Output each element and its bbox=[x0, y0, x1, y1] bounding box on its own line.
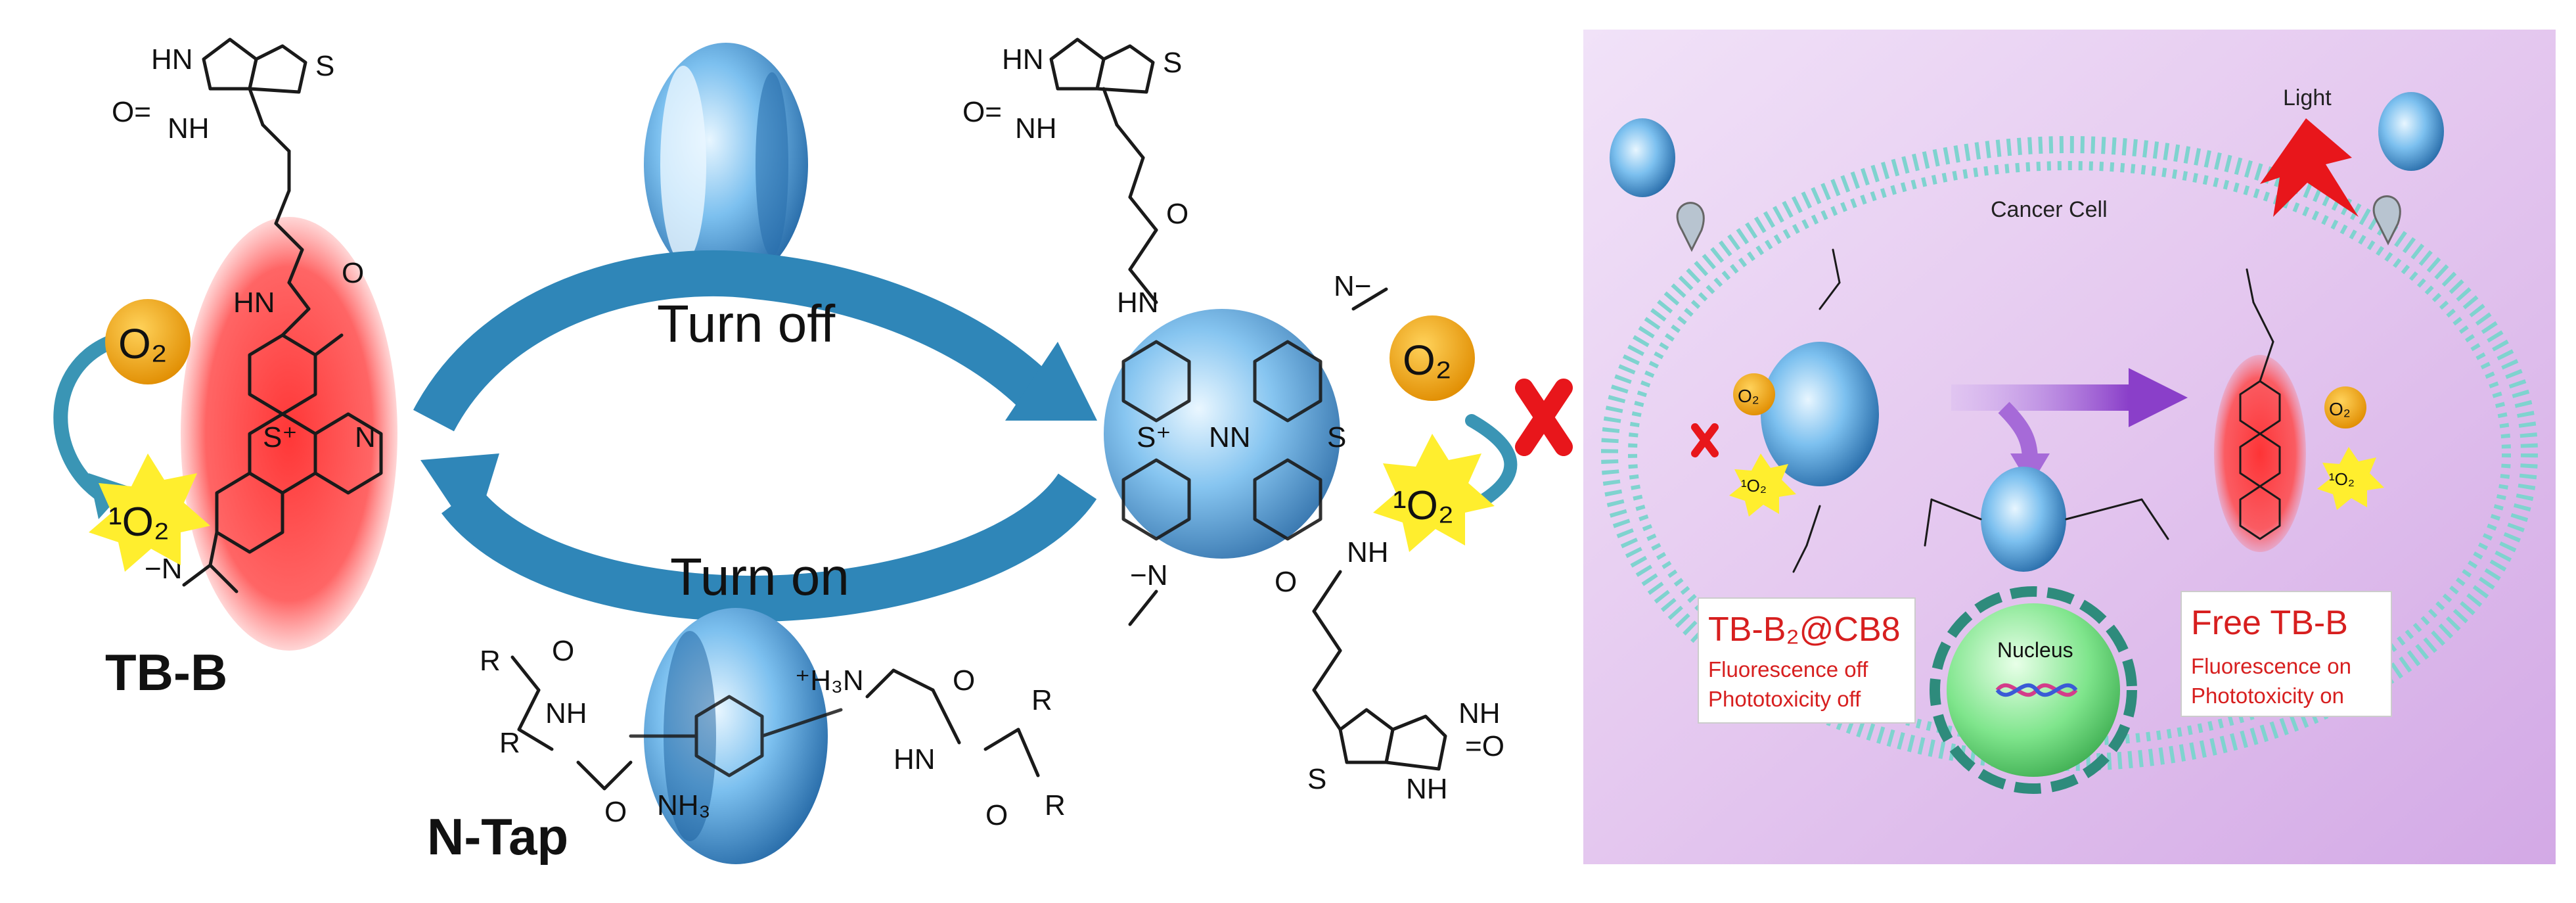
light-bolt-icon bbox=[2260, 118, 2359, 217]
svg-text:HN: HN bbox=[233, 287, 275, 319]
cb8-cage bbox=[1104, 309, 1340, 559]
complex-in-cell: O₂ ¹O₂ bbox=[1691, 248, 1879, 573]
cucurbituril-cage-bottom bbox=[629, 608, 843, 864]
free-info-box: Free TB-B Fluorescence on Phototoxicity … bbox=[2181, 591, 2392, 717]
cancer-cell-panel: Cancer Cell Light O₂ ¹O₂ bbox=[1583, 30, 2556, 864]
svg-text:NH: NH bbox=[1406, 773, 1448, 805]
svg-text:R: R bbox=[1045, 789, 1066, 822]
oxygen-circle-right bbox=[1390, 315, 1475, 401]
oxygen-label: O₂ bbox=[118, 320, 168, 367]
singlet-oxygen-star-right bbox=[1373, 434, 1495, 552]
svg-text:HN: HN bbox=[1117, 287, 1159, 319]
turn-off-arrow bbox=[413, 250, 1097, 432]
peptide-cage-in-cell bbox=[1924, 467, 2169, 572]
svg-text:S: S bbox=[315, 50, 334, 82]
free-title: Free TB-B bbox=[2191, 604, 2348, 642]
svg-text:=O: =O bbox=[1465, 730, 1504, 762]
complex-title: TB-B₂@CB8 bbox=[1708, 611, 1901, 649]
svg-text:O: O bbox=[342, 257, 364, 289]
cucurbituril-cage-top bbox=[644, 43, 808, 286]
light-label: Light bbox=[2283, 85, 2332, 110]
cell-label: Cancer Cell bbox=[1991, 197, 2108, 222]
svg-text:O: O bbox=[985, 799, 1008, 831]
turn-on-label: Turn on bbox=[670, 547, 849, 606]
svg-text:−N: −N bbox=[1130, 559, 1167, 591]
free-line1: Fluorescence on bbox=[2191, 654, 2351, 678]
panel-singlet-label: ¹O₂ bbox=[1741, 476, 1767, 496]
n-tap-peptide: R O NH R O NH₃ ⁺H₃N O R HN O R N-Tap bbox=[427, 635, 1066, 866]
free-singlet-label: ¹O₂ bbox=[2329, 469, 2355, 489]
svg-text:N: N bbox=[355, 421, 376, 453]
free-tb-b-in-cell: O₂ ¹O₂ bbox=[2214, 268, 2384, 552]
complex-line1: Fluorescence off bbox=[1708, 657, 1868, 682]
svg-text:O=: O= bbox=[112, 96, 151, 128]
cell-membrane-inner bbox=[1628, 161, 2511, 746]
svg-text:O: O bbox=[604, 796, 627, 828]
svg-text:⁺H₃N: ⁺H₃N bbox=[795, 664, 864, 697]
svg-text:NH: NH bbox=[1458, 697, 1501, 729]
singlet-oxygen-label: ¹O₂ bbox=[108, 499, 169, 545]
panel-oxygen-label: O₂ bbox=[1738, 386, 1759, 406]
turn-on-arrow bbox=[420, 453, 1097, 622]
svg-text:R: R bbox=[499, 727, 520, 759]
svg-text:O: O bbox=[1275, 566, 1297, 598]
svg-text:O: O bbox=[953, 664, 975, 697]
complex-info-box: TB-B₂@CB8 Fluorescence off Phototoxicity… bbox=[1698, 597, 1916, 724]
svg-text:NH: NH bbox=[545, 697, 587, 729]
peptide-label: N-Tap bbox=[427, 808, 568, 866]
left-oxygen-cycle: O₂ ¹O₂ bbox=[53, 299, 210, 572]
svg-text:NN: NN bbox=[1209, 421, 1251, 453]
right-oxygen-cycle: O₂ ¹O₂ bbox=[1373, 315, 1573, 552]
free-oxygen-label: O₂ bbox=[2329, 399, 2351, 419]
svg-text:HN: HN bbox=[151, 43, 193, 76]
svg-text:HN: HN bbox=[893, 743, 936, 776]
oxygen-label-right: O₂ bbox=[1403, 336, 1452, 384]
compound-label: TB-B bbox=[105, 643, 227, 701]
release-arrow bbox=[1951, 368, 2188, 486]
oxygen-circle bbox=[105, 299, 191, 384]
svg-text:R: R bbox=[480, 645, 501, 677]
svg-text:S⁺: S⁺ bbox=[263, 421, 298, 453]
blocked-x-icon bbox=[1515, 379, 1573, 456]
svg-text:S⁺: S⁺ bbox=[1137, 421, 1171, 453]
nucleus-label: Nucleus bbox=[1997, 638, 2073, 662]
svg-text:R: R bbox=[1031, 684, 1052, 716]
cell-membrane-outer bbox=[1601, 136, 2538, 771]
singlet-oxygen-label-right: ¹O₂ bbox=[1393, 483, 1454, 528]
svg-text:NH: NH bbox=[1015, 112, 1057, 145]
nucleus: Nucleus bbox=[1930, 586, 2137, 794]
svg-text:O=: O= bbox=[962, 96, 1002, 128]
svg-text:HN: HN bbox=[1002, 43, 1044, 76]
svg-text:S: S bbox=[1163, 47, 1182, 79]
svg-text:N−: N− bbox=[1334, 270, 1371, 302]
free-line2: Phototoxicity on bbox=[2191, 683, 2344, 708]
turn-off-label: Turn off bbox=[657, 294, 836, 353]
svg-text:NH: NH bbox=[1347, 536, 1389, 568]
tb-b2-cb8-complex: HN O= NH S O HN N− S⁺ NN S −N NH O NH =O… bbox=[962, 37, 1504, 805]
complex-line2: Phototoxicity off bbox=[1708, 687, 1861, 711]
svg-text:NH₃: NH₃ bbox=[657, 789, 710, 822]
svg-text:O: O bbox=[1166, 198, 1188, 230]
panel-blocked-x-icon bbox=[1691, 423, 1719, 457]
svg-text:S: S bbox=[1327, 421, 1346, 453]
receptor-left bbox=[1610, 118, 1705, 252]
svg-text:NH: NH bbox=[168, 112, 210, 145]
singlet-oxygen-star bbox=[89, 453, 210, 572]
receptor-right bbox=[2372, 92, 2444, 246]
svg-text:O: O bbox=[552, 635, 574, 667]
svg-text:S: S bbox=[1307, 763, 1326, 795]
tb-b-structure: HN O= NH S O HN S⁺ N −N TB-B bbox=[105, 37, 397, 701]
